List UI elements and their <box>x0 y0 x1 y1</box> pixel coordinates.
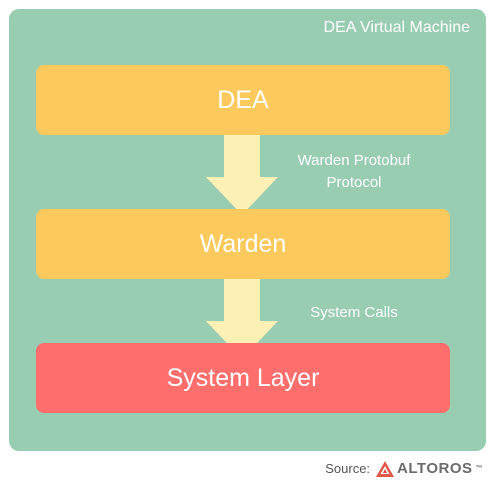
arrow-down-icon <box>206 135 278 215</box>
system-layer-label: System Layer <box>166 363 320 392</box>
warden-protocol-label-line1: Warden Protobuf <box>297 152 411 169</box>
virtual-machine-container: DEA Virtual Machine DEA Warden Protobuf … <box>9 9 486 451</box>
source-label: Source: <box>325 461 371 476</box>
dea-layer-label: DEA <box>217 85 269 114</box>
virtual-machine-title: DEA Virtual Machine <box>323 19 470 36</box>
arrow-down-icon <box>206 279 278 359</box>
warden-layer: Warden <box>36 209 450 279</box>
altoros-wordmark: ALTOROS <box>397 460 473 477</box>
altoros-logo-icon <box>376 460 395 477</box>
dea-layer: DEA <box>36 65 450 135</box>
system-calls-label: System Calls <box>310 304 398 321</box>
warden-layer-label: Warden <box>199 229 287 258</box>
warden-protocol-label: Warden Protobuf Protocol <box>279 150 429 194</box>
warden-protocol-label-line2: Protocol <box>326 174 382 191</box>
system-layer: System Layer <box>36 343 450 413</box>
trademark-symbol: ™ <box>475 465 483 472</box>
